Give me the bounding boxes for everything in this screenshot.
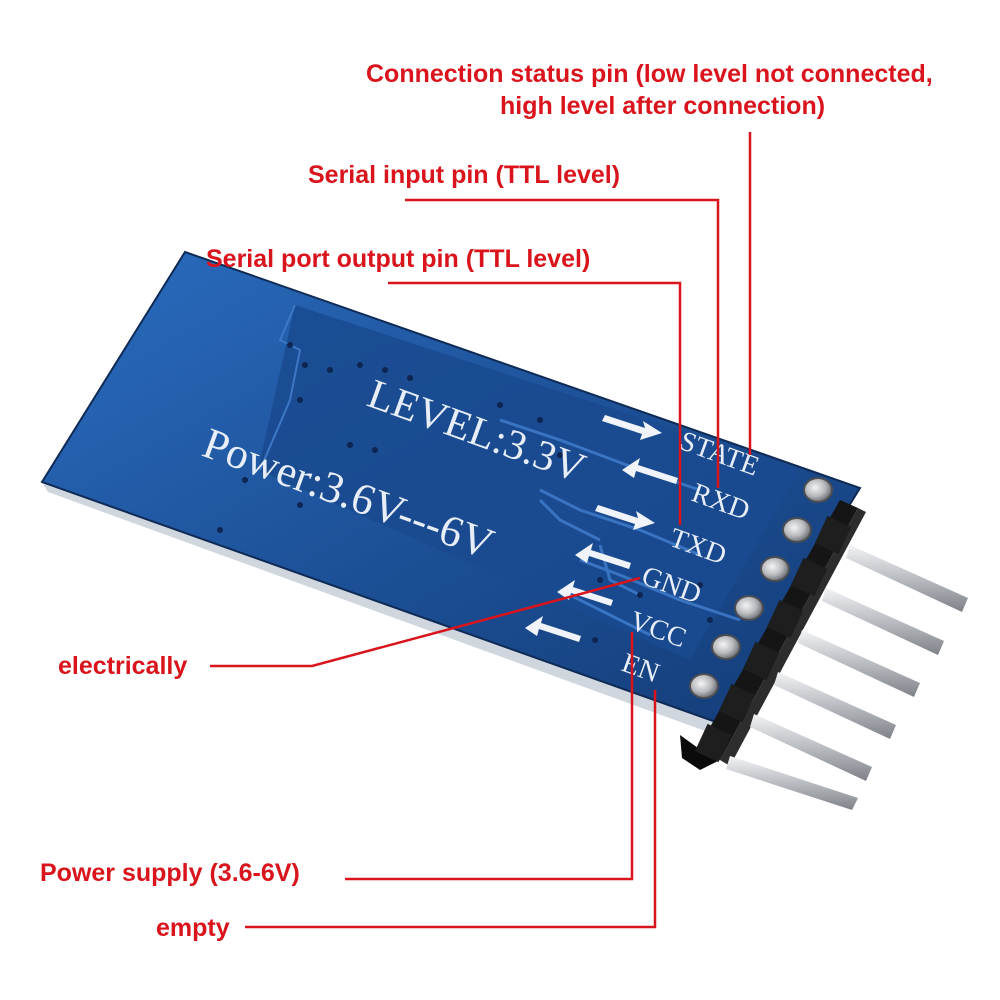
pad-rxd	[782, 517, 812, 543]
pad-vcc	[711, 634, 741, 660]
callout-state-line2: high level after connection)	[500, 92, 826, 120]
callout-txd: Serial port output pin (TTL level)	[206, 245, 591, 273]
arrow-right-icon	[595, 505, 655, 530]
pad-txd	[760, 556, 790, 582]
header-pins	[694, 515, 968, 810]
arrow-left-icon	[622, 458, 678, 484]
leader-en	[245, 690, 657, 929]
callout-state-line1: Connection status pin (low level not con…	[366, 60, 933, 88]
callout-vcc: Power supply (3.6-6V)	[40, 859, 300, 887]
arrow-left-icon	[575, 543, 631, 569]
leader-gnd	[210, 576, 641, 668]
callout-gnd: electrically	[58, 652, 188, 680]
leader-vcc	[345, 632, 634, 881]
pin-header	[680, 477, 968, 810]
pcb-vias	[217, 342, 713, 643]
pad-state	[803, 477, 833, 503]
pcb-board	[40, 250, 862, 732]
callout-en: empty	[156, 914, 230, 942]
leader-txd	[388, 281, 682, 525]
arrow-left-icon	[525, 616, 581, 642]
leader-lines	[210, 132, 752, 929]
callout-rxd: Serial input pin (TTL level)	[308, 161, 621, 189]
arrow-right-icon	[602, 415, 662, 440]
pad-en	[689, 673, 719, 699]
solder-pads	[689, 477, 833, 699]
pad-gnd	[734, 595, 764, 621]
leader-rxd	[405, 198, 720, 488]
